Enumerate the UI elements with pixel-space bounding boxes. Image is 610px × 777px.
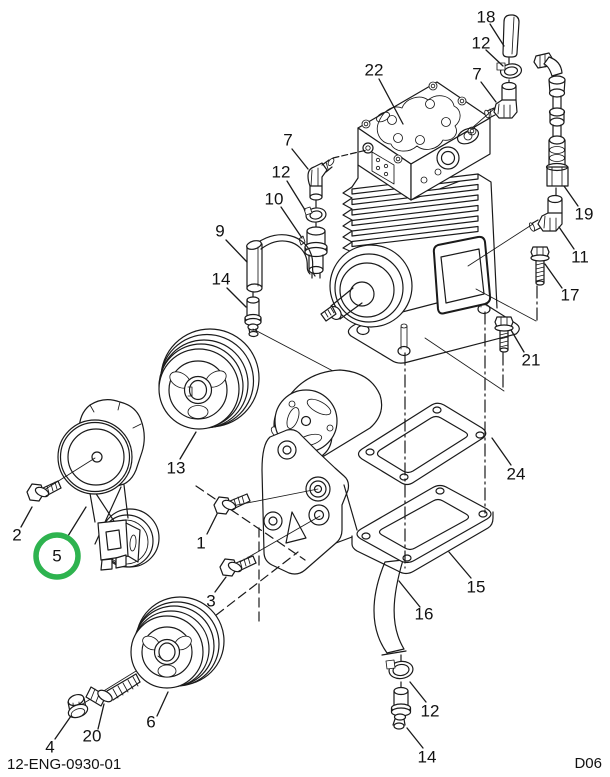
callout-label-1: 1 xyxy=(196,534,205,553)
callout-15: 15 xyxy=(448,551,486,597)
callout-label-16: 16 xyxy=(415,605,434,624)
callout-7-left: 7 xyxy=(283,131,309,170)
callout-label-3: 3 xyxy=(206,592,215,611)
breather-tube-18 xyxy=(502,14,520,58)
axis-bolt-3 xyxy=(239,515,321,563)
callout-label-17: 17 xyxy=(561,286,580,305)
callout-2: 2 xyxy=(12,506,33,545)
callout-4: 4 xyxy=(45,715,72,757)
bolt-21 xyxy=(494,316,514,353)
callout-22: 22 xyxy=(365,61,404,125)
elbow-fitting-7-left xyxy=(307,158,335,201)
callout-7-right: 7 xyxy=(472,65,497,103)
callout-label-21: 21 xyxy=(522,351,541,370)
guide-7-left xyxy=(332,149,368,159)
callout-19: 19 xyxy=(563,185,594,224)
mounting-bracket xyxy=(261,429,358,575)
drawing-number: 12-ENG-0930-01 xyxy=(7,756,121,773)
callout-label-5: 5 xyxy=(52,547,61,566)
tensioner-pulley xyxy=(57,419,133,495)
callout-label-12-left: 12 xyxy=(272,163,291,182)
hose-clamp-12-top xyxy=(496,62,523,79)
callout-12-bottom: 12 xyxy=(409,681,440,721)
adapter-plate-15 xyxy=(351,484,494,575)
callout-1: 1 xyxy=(196,513,218,553)
callout-label-14-left: 14 xyxy=(212,270,231,289)
axis-pulley-6-ext xyxy=(171,551,299,650)
callout-20: 20 xyxy=(83,703,105,746)
compressor-body xyxy=(320,81,520,364)
hose-clamp-12-bottom xyxy=(385,659,414,680)
guide-7-right xyxy=(471,107,496,129)
callout-label-13: 13 xyxy=(167,459,186,478)
callout-label-18: 18 xyxy=(477,8,496,27)
callout-11: 11 xyxy=(558,226,589,267)
sheet-code: D06 xyxy=(574,755,602,772)
drain-hose-16 xyxy=(373,559,407,656)
callout-label-7-left: 7 xyxy=(283,131,292,150)
bolt-20 xyxy=(85,673,141,707)
callout-17: 17 xyxy=(544,263,580,305)
guide-dash-bracket xyxy=(195,485,306,561)
bolt-17 xyxy=(530,246,550,286)
callout-13: 13 xyxy=(167,431,197,478)
pulley-6 xyxy=(130,596,225,689)
nut-4 xyxy=(67,693,89,719)
callout-24: 24 xyxy=(491,437,526,484)
callout-label-20: 20 xyxy=(83,727,102,746)
callout-12-top: 12 xyxy=(472,34,504,67)
highlight-circle xyxy=(33,532,81,580)
callouts: 18 12 7 22 7 12 10 9 xyxy=(12,8,593,767)
bolt-1 xyxy=(213,493,251,515)
callout-label-11: 11 xyxy=(571,248,589,267)
callout-9: 9 xyxy=(215,222,248,263)
callout-label-9: 9 xyxy=(215,222,224,241)
pulley-13 xyxy=(158,328,260,430)
compressor-head xyxy=(357,81,491,201)
callout-label-15: 15 xyxy=(467,578,486,597)
callout-14-left: 14 xyxy=(212,270,247,308)
belt-tensioner-5 xyxy=(32,399,160,571)
elbow-fitting-11 xyxy=(528,194,563,232)
flex-hose-19 xyxy=(533,52,569,187)
callout-label-6: 6 xyxy=(146,713,155,732)
callout-label-24: 24 xyxy=(507,465,526,484)
crankcase-end xyxy=(320,244,413,328)
guide-11 xyxy=(467,223,534,267)
gasket-24 xyxy=(357,402,487,486)
hose-clamp-12-left xyxy=(303,206,327,223)
tube-9 xyxy=(246,234,316,293)
callout-10: 10 xyxy=(265,190,303,239)
elbow-fitting-7-right xyxy=(484,81,518,119)
guide-bolt-17 xyxy=(475,288,537,322)
bolt-3 xyxy=(219,555,257,577)
callout-label-22: 22 xyxy=(365,61,384,80)
callout-label-12-top: 12 xyxy=(472,34,491,53)
callout-label-10: 10 xyxy=(265,190,284,209)
callout-5-highlighted: 5 xyxy=(33,506,87,580)
callout-label-12-bottom: 12 xyxy=(421,702,440,721)
side-port-plate xyxy=(432,235,492,315)
callout-21: 21 xyxy=(510,329,541,370)
hose-coupling-nut xyxy=(545,162,569,187)
callout-label-2: 2 xyxy=(12,526,21,545)
callout-label-14-bottom: 14 xyxy=(418,748,437,767)
callout-label-19: 19 xyxy=(575,205,594,224)
fitting-14-bottom xyxy=(390,686,412,730)
callout-12-left: 12 xyxy=(272,163,306,211)
callout-3: 3 xyxy=(206,576,227,611)
callout-label-4: 4 xyxy=(45,738,54,757)
callout-6: 6 xyxy=(146,691,169,732)
guide-bolt-21 xyxy=(424,337,505,392)
bolt-2 xyxy=(26,480,62,502)
tensioner-bracket xyxy=(97,519,141,571)
callout-16: 16 xyxy=(398,580,434,624)
callout-18: 18 xyxy=(477,8,505,47)
fitting-14-left xyxy=(244,296,262,338)
callout-14-bottom: 14 xyxy=(406,727,437,767)
callout-label-7-right: 7 xyxy=(472,65,481,84)
